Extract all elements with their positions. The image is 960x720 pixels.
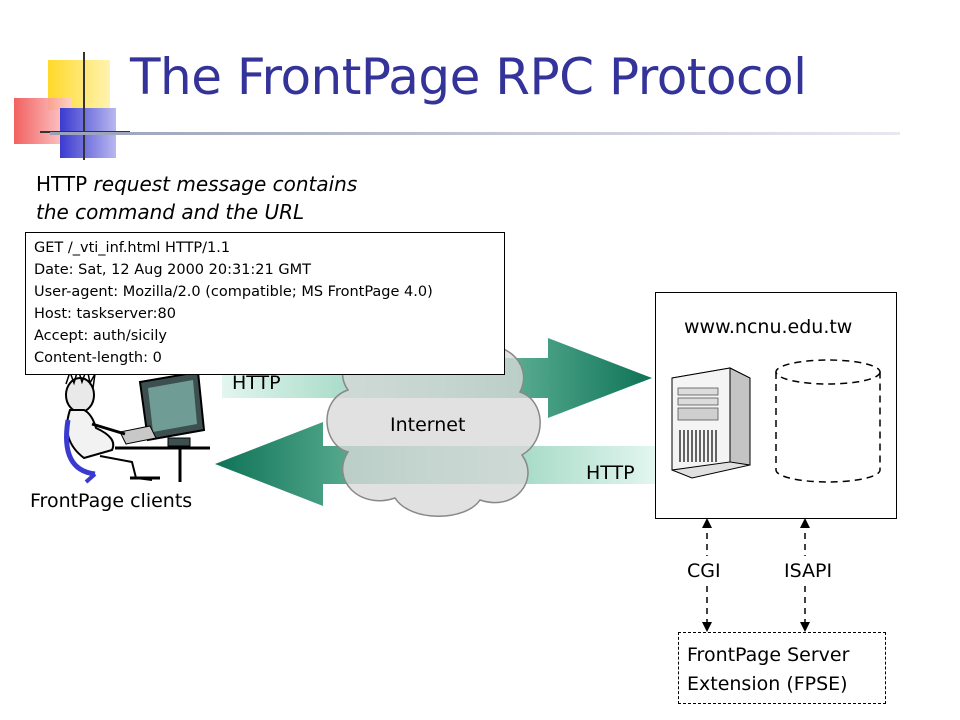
caption-italic-2: the command and the URL [36,200,305,224]
http-response-label: HTTP [586,462,635,484]
title-underline [50,132,900,135]
request-line-3: User-agent: Mozilla/2.0 (compatible; MS … [34,284,433,300]
slide-title: The FrontPage RPC Protocol [130,48,807,106]
web-server-box [655,292,897,519]
database-cylinder-icon [775,359,881,483]
cgi-label: CGI [687,560,721,582]
server-tower-icon [671,367,751,479]
cgi-arrow-up [702,518,712,528]
cgi-arrow-down [702,622,712,632]
request-line-6: Content-length: 0 [34,350,162,366]
caption-italic-1: request message contains [93,172,358,196]
request-line-5: Accept: auth/sicily [34,328,167,344]
fpse-label-line1: FrontPage Server [687,644,850,666]
fpse-label-line2: Extension (FPSE) [687,673,848,695]
client-person-icon [64,365,210,484]
internet-label: Internet [390,414,466,436]
isapi-arrow-down [800,622,810,632]
request-caption: HTTP request message contains the comman… [36,172,357,224]
request-line-2: Date: Sat, 12 Aug 2000 20:31:21 GMT [34,262,311,278]
fpse-box: FrontPage Server Extension (FPSE) [678,632,886,704]
isapi-arrow-up [800,518,810,528]
request-line-4: Host: taskserver:80 [34,306,177,322]
http-request-label: HTTP [232,372,281,394]
http-request-box: GET /_vti_inf.html HTTP/1.1 Date: Sat, 1… [25,232,505,375]
server-host-label: www.ncnu.edu.tw [684,316,853,338]
caption-plain: HTTP [36,172,94,196]
clients-label: FrontPage clients [30,490,193,512]
isapi-label: ISAPI [784,560,833,582]
request-line-1: GET /_vti_inf.html HTTP/1.1 [34,240,231,256]
